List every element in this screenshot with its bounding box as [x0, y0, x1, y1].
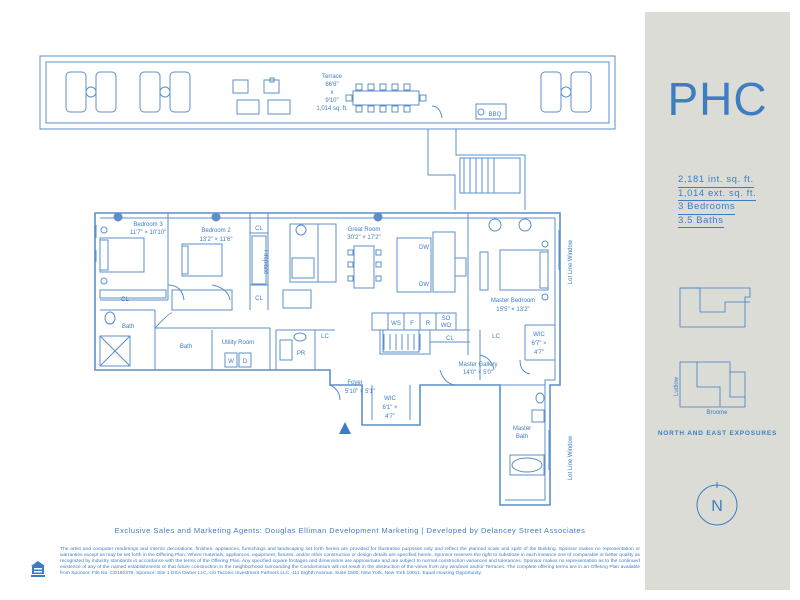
wic1-label: WIC [533, 332, 545, 338]
lounge-chairs-right [540, 71, 592, 113]
master-bath-label2: Bath [516, 434, 528, 440]
wo-label: WO [441, 323, 452, 329]
equal-housing-icon [31, 561, 45, 577]
r-label: R [426, 321, 431, 327]
lc1-label: LC [321, 334, 329, 340]
lot-line-window-2: Lot Line Window [568, 435, 574, 480]
washer-label: W [228, 359, 234, 365]
bedroom-count: 3 Bedrooms [678, 201, 736, 215]
so-label: SO [442, 316, 451, 322]
ws-label: WS [391, 321, 401, 327]
legal-disclaimer: The artist and computer renderings and i… [60, 547, 640, 576]
terrace-x: x [331, 90, 334, 96]
wic1-dim1: 6'7" × [531, 341, 547, 347]
bedroom2-label: Bedroom 2 [201, 228, 231, 234]
exposures-label: NORTH AND EAST EXPOSURES [657, 430, 778, 437]
foyer-dim: 5'10" × 5'1" [345, 389, 375, 395]
wic1-dim2: 4'7" [534, 350, 544, 356]
master-gallery-label: Master Gallery [458, 362, 497, 368]
foyer-label: Foyer [347, 380, 362, 386]
street-broome: Broome [706, 410, 728, 416]
pr-label: PR [297, 351, 306, 357]
cl4-label: CL [446, 336, 454, 342]
dryer-label: D [243, 359, 248, 365]
floor-plan-drawing: Terrace 86'6" x 9'10" 1,014 sq. ft. BBQ … [39, 55, 616, 506]
great-room-dim: 30'2" × 17'2" [347, 235, 380, 241]
stair-upper [459, 157, 521, 194]
f-label: F [410, 321, 414, 327]
cl3-label: CL [255, 296, 263, 302]
master-gallery-dim: 14'0" × 5'0" [463, 370, 493, 376]
utility-room-label: Utility Room [222, 340, 254, 346]
terrace-area: 1,014 sq. ft. [316, 106, 348, 112]
dw1-label: DW [419, 245, 429, 251]
unit-stats: 2,181 int. sq. ft. 1,014 ext. sq. ft. 3 … [678, 174, 757, 228]
exterior-sqft: 1,014 ext. sq. ft. [678, 188, 757, 201]
bath-count: 3.5 Baths [678, 215, 724, 228]
bbq-label: BBQ [489, 112, 502, 118]
bbq-unit [475, 103, 507, 120]
street-ludlow: Ludlow [674, 376, 680, 396]
terrace-seating [232, 77, 291, 115]
entry-arrow [339, 422, 351, 434]
cl2-label: CL [255, 226, 263, 232]
terrace-label: Terrace [322, 74, 343, 80]
bedroom3-label: Bedroom 3 [133, 222, 163, 228]
info-panel: PHC 2,181 int. sq. ft. 1,014 ext. sq. ft… [645, 12, 790, 590]
key-plan: Ludlow Broome [674, 287, 751, 416]
floor-plan: Terrace 86'6" x 9'10" 1,014 sq. ft. BBQ … [39, 55, 616, 506]
compass-icon: N [696, 482, 738, 526]
master-bedroom-label: Master Bedroom [491, 298, 535, 304]
great-room-label: Great Room [348, 227, 381, 233]
terrace-outline [39, 55, 616, 130]
lot-line-window-1: Lot Line Window [568, 239, 574, 284]
wic2-dim2: 4'7" [385, 414, 395, 420]
dw2-label: DW [419, 282, 429, 288]
terrace-dim2: 9'10" [325, 98, 338, 104]
apartment-outline [94, 212, 561, 506]
interior-sqft: 2,181 int. sq. ft. [678, 174, 754, 188]
master-bedroom-dim: 15'5" × 13'2" [496, 307, 529, 313]
terrace-dim1: 86'6" [325, 82, 338, 88]
master-bath-label: Master [513, 426, 531, 432]
wic2-dim1: 6'1" × [382, 405, 398, 411]
wic2-label: WIC [384, 396, 396, 402]
lounge-chairs-left [65, 71, 191, 113]
fireplace-label: Fireplace [262, 250, 268, 275]
bath2-label: Bath [180, 344, 192, 350]
bath1-label: Bath [122, 324, 134, 330]
bedroom3-dim: 11'7" × 10'10" [130, 230, 166, 236]
agents-line: Exclusive Sales and Marketing Agents: Do… [114, 526, 586, 535]
compass-letter: N [711, 498, 723, 515]
unit-title: PHC [667, 73, 768, 125]
cl1-label: CL [121, 297, 129, 303]
lc2-label: LC [492, 334, 500, 340]
bedroom2-dim: 13'2" × 11'6" [200, 237, 233, 243]
terrace-dining [345, 83, 427, 113]
